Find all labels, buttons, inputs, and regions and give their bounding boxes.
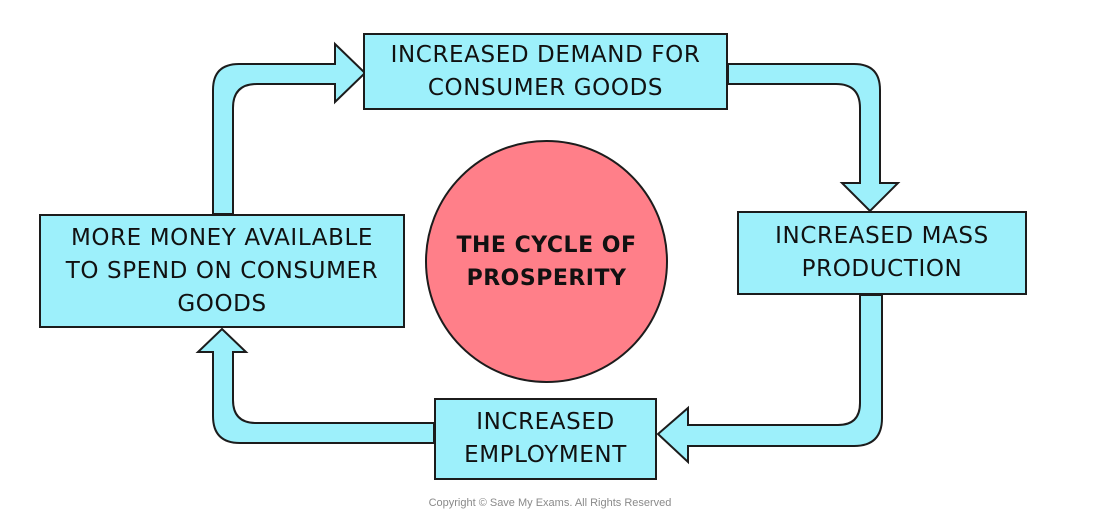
arrow-employment-to-money xyxy=(195,327,435,444)
arrow-mass-to-employment xyxy=(656,294,883,465)
copyright-text: Copyright © Save My Exams. All Rights Re… xyxy=(428,497,672,509)
box-increased-employment: INCREASED EMPLOYMENT xyxy=(434,398,657,480)
center-circle-cycle-of-prosperity: THE CYCLE OF PROSPERITY xyxy=(425,140,668,383)
box-more-money-available: MORE MONEY AVAILABLE TO SPEND ON CONSUME… xyxy=(39,214,405,328)
arrow-money-to-demand xyxy=(212,41,367,215)
arrow-demand-to-mass xyxy=(727,63,901,213)
box-increased-mass-production: INCREASED MASS PRODUCTION xyxy=(737,211,1027,295)
box-increased-demand: INCREASED DEMAND FOR CONSUMER GOODS xyxy=(363,33,728,110)
